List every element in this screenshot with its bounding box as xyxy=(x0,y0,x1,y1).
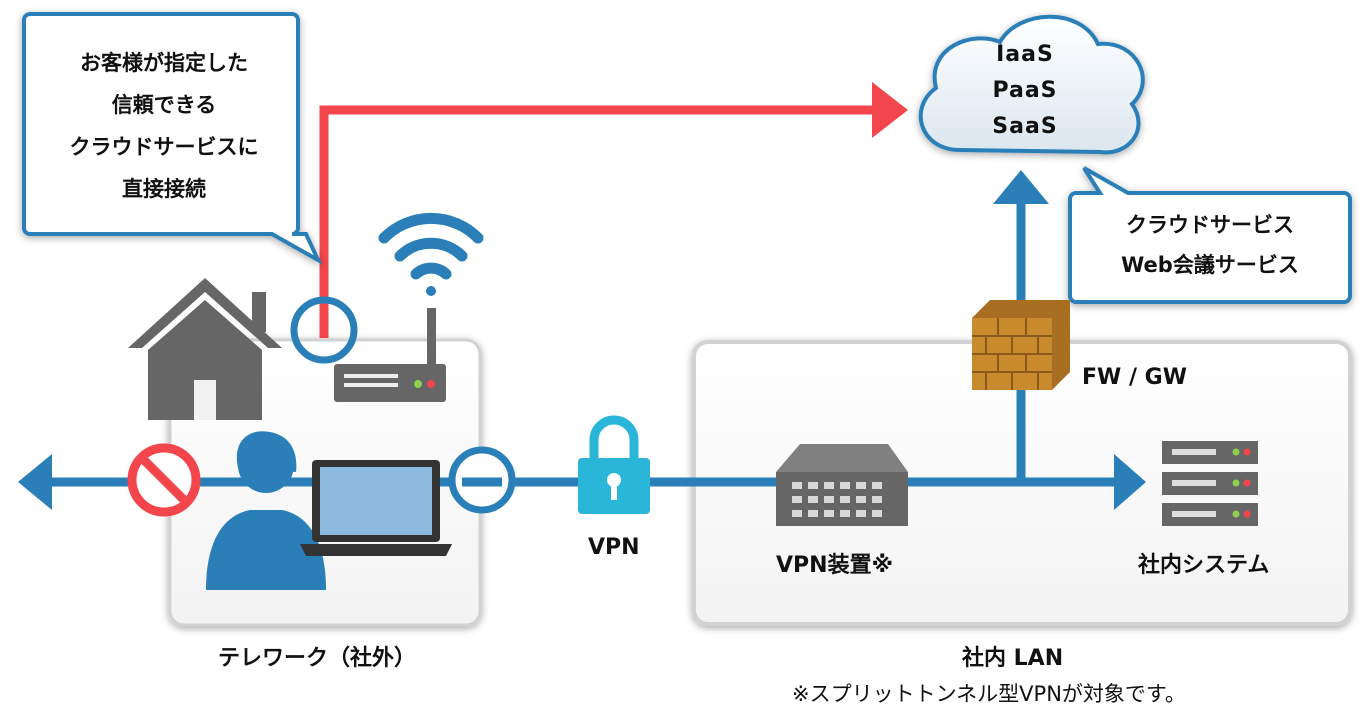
internal-system-label: 社内システム xyxy=(1138,553,1270,578)
cloud-line-iaas: IaaS xyxy=(996,42,1054,67)
internal-lan-label: 社内 LAN xyxy=(962,646,1064,671)
prohibited-icon xyxy=(127,443,201,517)
laptop-icon xyxy=(300,460,452,556)
cloud-line-paas: PaaS xyxy=(992,78,1058,103)
connection-point-blue xyxy=(448,446,516,514)
callout-box-right xyxy=(1068,166,1352,304)
house-icon xyxy=(128,278,282,420)
wifi-router-icon xyxy=(334,212,484,402)
vpn-label: VPN xyxy=(588,535,640,560)
firewall-icon xyxy=(972,300,1070,390)
callout-left-line-3: クラウドサービスに xyxy=(69,135,259,159)
lock-icon xyxy=(578,415,650,514)
callout-right-line-2: Web会議サービス xyxy=(1121,253,1299,277)
footnote-text: ※スプリットトンネル型VPNが対象です。 xyxy=(792,682,1186,706)
person-icon xyxy=(206,431,326,590)
switch-icon xyxy=(776,444,908,526)
callout-right-text: クラウドサービス Web会議サービス xyxy=(1076,205,1344,285)
server-icon xyxy=(1162,441,1258,526)
callout-left-line-2: 信頼できる xyxy=(111,93,217,117)
callout-right-line-1: クラウドサービス xyxy=(1126,213,1294,237)
red-direct-line xyxy=(319,82,908,338)
cloud-text: IaaS PaaS SaaS xyxy=(970,37,1080,145)
telework-label: テレワーク（社外） xyxy=(218,646,417,671)
firewall-label: FW / GW xyxy=(1082,365,1187,390)
connection-point-red xyxy=(290,296,358,364)
callout-left-text: お客様が指定した 信頼できる クラウドサービスに 直接接続 xyxy=(36,42,292,210)
cloud-line-saas: SaaS xyxy=(992,114,1058,139)
vpn-device-label: VPN装置※ xyxy=(776,553,893,578)
callout-box-left xyxy=(22,12,323,265)
callout-left-line-1: お客様が指定した xyxy=(80,51,248,75)
callout-left-line-4: 直接接続 xyxy=(122,177,206,201)
cloud-icon xyxy=(918,14,1145,155)
